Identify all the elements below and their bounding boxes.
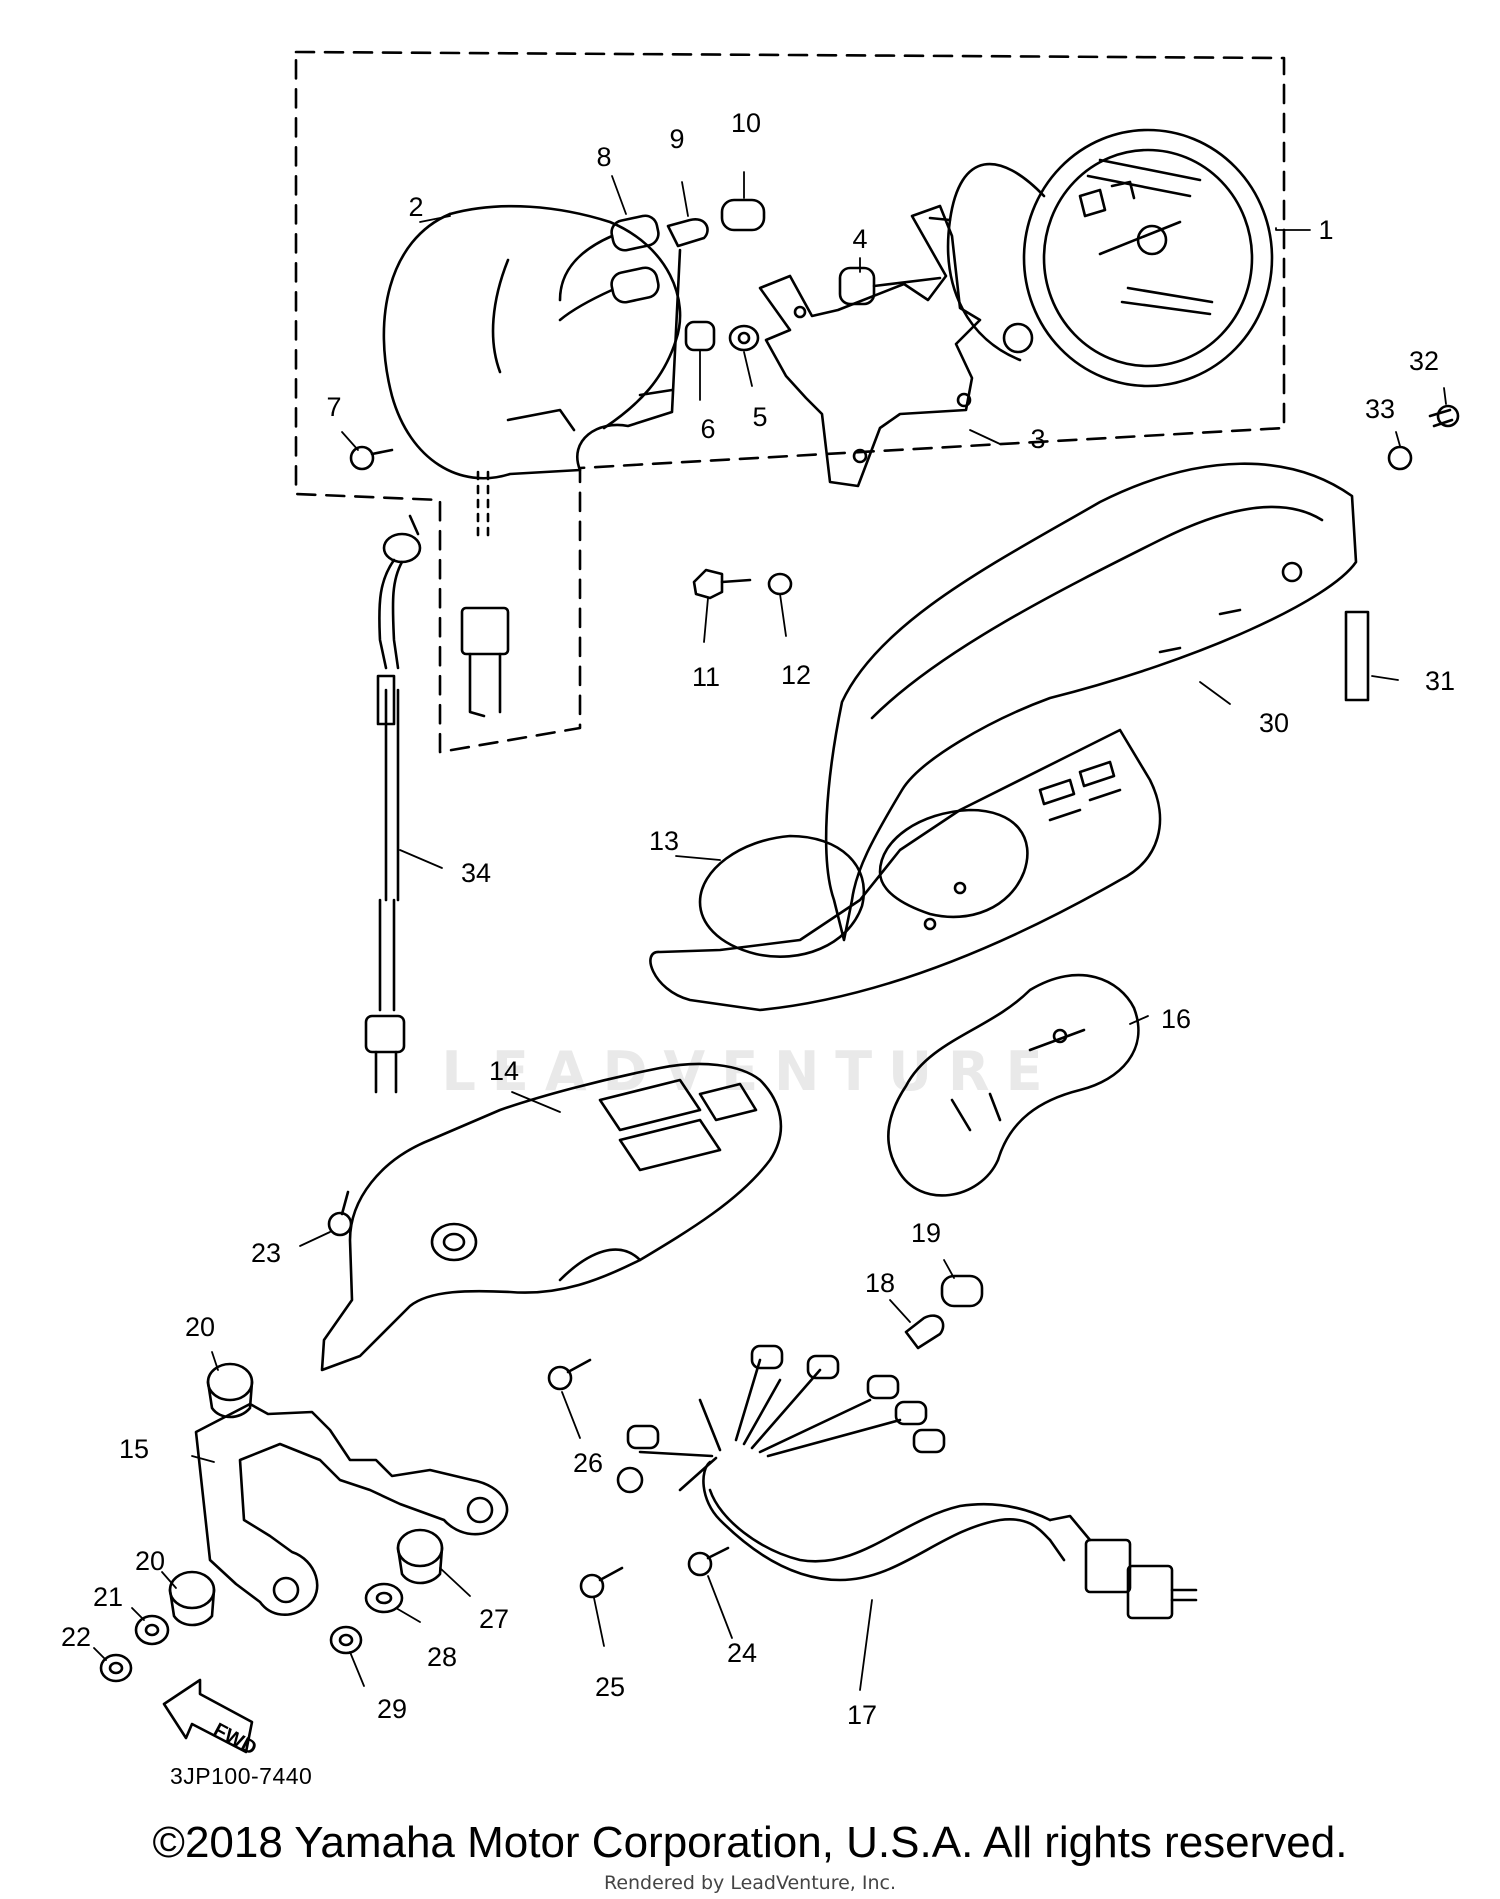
assembly-1-boundary <box>294 50 1286 754</box>
tachometer-gauge[interactable] <box>887 973 1140 1197</box>
leader-lines <box>93 171 1447 1691</box>
damper-20-lower[interactable] <box>168 1570 216 1627</box>
copyright-notice: ©2018 Yamaha Motor Corporation, U.S.A. A… <box>152 1818 1348 1867</box>
grommet[interactable] <box>838 266 942 306</box>
callout-4: 4 <box>852 224 867 254</box>
callout-11: 11 <box>692 662 720 692</box>
callout-labels: 1 2 3 4 5 6 7 8 9 10 11 12 13 14 15 16 1… <box>61 108 1455 1730</box>
collar-nut[interactable] <box>684 320 716 352</box>
callout-34: 34 <box>461 858 491 888</box>
callout-7: 7 <box>326 392 341 422</box>
callout-6: 6 <box>700 414 715 444</box>
callout-12: 12 <box>781 660 811 690</box>
screw-7[interactable] <box>349 445 394 471</box>
callout-5: 5 <box>752 402 767 432</box>
callout-20-lower: 20 <box>135 1546 165 1576</box>
gauge-bracket[interactable] <box>758 204 982 488</box>
callout-32: 32 <box>1409 346 1439 376</box>
callout-21: 21 <box>93 1582 123 1612</box>
callout-25: 25 <box>595 1672 625 1702</box>
washer-28[interactable] <box>364 1582 404 1614</box>
screw-23[interactable] <box>327 1190 353 1237</box>
meter-wire-harness[interactable] <box>616 1344 1198 1620</box>
washer-33[interactable] <box>1387 445 1413 471</box>
gauge-housing[interactable] <box>382 204 682 480</box>
nut-29[interactable] <box>329 1625 363 1655</box>
gauge-wiring-lead <box>460 470 510 718</box>
callout-24: 24 <box>727 1638 757 1668</box>
nut-22[interactable] <box>99 1653 133 1683</box>
callout-18: 18 <box>865 1268 895 1298</box>
callout-29: 29 <box>377 1694 407 1724</box>
washer-21[interactable] <box>134 1614 170 1646</box>
callout-19: 19 <box>911 1218 941 1248</box>
fwd-arrow-icon <box>162 1678 254 1754</box>
speedometer-gauge[interactable] <box>928 128 1274 388</box>
callout-3: 3 <box>1030 424 1045 454</box>
callout-13: 13 <box>649 826 679 856</box>
callout-17: 17 <box>847 1700 877 1730</box>
bulb-socket[interactable] <box>558 214 661 322</box>
callout-16: 16 <box>1161 1004 1191 1034</box>
callout-20-upper: 20 <box>185 1312 215 1342</box>
meter-bulb-cap[interactable] <box>940 1274 984 1308</box>
callout-10: 10 <box>731 108 761 138</box>
callout-33: 33 <box>1365 394 1395 424</box>
bolt-11[interactable] <box>692 568 752 600</box>
bulb-cap[interactable] <box>720 198 766 232</box>
meter-visor[interactable] <box>824 462 1358 942</box>
screw-26[interactable] <box>547 1358 592 1391</box>
callout-27: 27 <box>479 1604 509 1634</box>
damper-20-upper[interactable] <box>206 1362 254 1419</box>
callout-31: 31 <box>1425 666 1455 696</box>
screw-25[interactable] <box>579 1566 624 1599</box>
callout-30: 30 <box>1259 708 1289 738</box>
meter-base[interactable] <box>320 1062 783 1372</box>
indicator-bulb[interactable] <box>666 218 709 248</box>
meter-case[interactable] <box>649 728 1162 1012</box>
washer[interactable] <box>728 324 760 352</box>
callout-23: 23 <box>251 1238 281 1268</box>
callout-15: 15 <box>119 1434 149 1464</box>
washer-12[interactable] <box>767 572 793 596</box>
meter-bracket[interactable] <box>194 1402 509 1616</box>
diagram-code: 3JP100-7440 <box>170 1763 313 1789</box>
screw-32[interactable] <box>1428 404 1460 428</box>
callout-2: 2 <box>408 192 423 222</box>
callout-26: 26 <box>573 1448 603 1478</box>
speedometer-cable[interactable] <box>364 514 422 1094</box>
screw-24[interactable] <box>687 1546 730 1577</box>
callout-28: 28 <box>427 1642 457 1672</box>
callout-1: 1 <box>1318 215 1333 245</box>
visor-strip[interactable] <box>1344 610 1370 702</box>
callout-9: 9 <box>669 124 684 154</box>
damper-27[interactable] <box>396 1528 444 1585</box>
callout-14: 14 <box>489 1056 519 1086</box>
callout-22: 22 <box>61 1622 91 1652</box>
rendered-by-credit: Rendered by LeadVenture, Inc. <box>603 1872 897 1894</box>
meter-bulb[interactable] <box>904 1314 945 1350</box>
callout-8: 8 <box>596 142 611 172</box>
